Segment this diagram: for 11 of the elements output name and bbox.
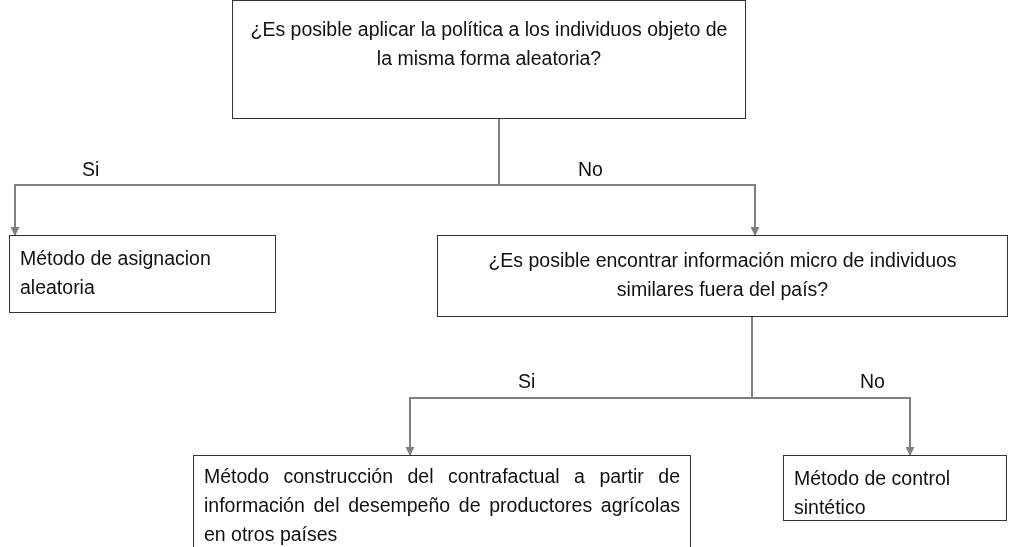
edge-label: Si: [82, 158, 100, 181]
process-box: ¿Es posible encontrar información micro de individuos similares fuera del país?: [437, 235, 1008, 317]
arrow: [751, 316, 915, 456]
edge-label: No: [578, 158, 603, 181]
edge-label: No: [860, 370, 885, 393]
process-box: Método de asignacion aleatoria: [9, 235, 276, 313]
process-box: ¿Es posible aplicar la política a los individuos objeto de la misma forma aleatoria?: [232, 0, 746, 119]
process-box: Método construcción del contrafactual a partir de información del desempeño de productores agrícolas en otros países: [193, 455, 691, 547]
process-box: Método de control sintético: [783, 455, 1007, 521]
edge-label: Si: [518, 370, 536, 393]
arrow: [498, 118, 760, 236]
